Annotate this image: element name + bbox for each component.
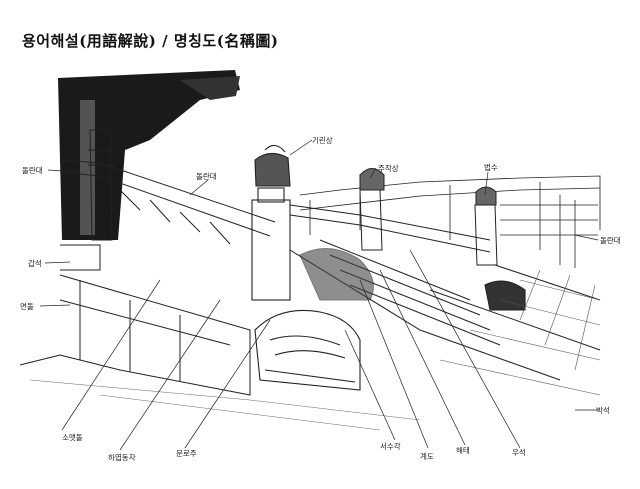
label-dolnanae-right: 돌란대 (600, 235, 621, 245)
paving-stones (439, 269, 601, 396)
stair-platform (19, 244, 251, 396)
label-haetae: 해태 (456, 445, 470, 455)
label-gyedo: 계도 (420, 451, 434, 461)
label-myeondol: 면돌 (20, 301, 34, 311)
page-title: 용어해설(用語解說) / 명칭도(名稱圖) (22, 32, 279, 50)
label-seosuchok: 서수각 (380, 441, 401, 451)
label-girin: 기린상 (312, 135, 333, 145)
leader-lines (39, 139, 600, 451)
label-soroddol: 소맷돌 (62, 432, 83, 442)
label-dolnanae-mid: 돌란대 (196, 171, 217, 181)
left-stone-rail (59, 129, 276, 245)
label-bakseok: 박석 (596, 405, 610, 415)
label-dolnanae-left: 돌란대 (22, 165, 43, 175)
dark-foliage (58, 70, 240, 240)
center-post (251, 144, 291, 301)
label-gapseok: 갑석 (28, 258, 42, 268)
label-beopsu: 법수 (484, 162, 498, 172)
ground-lines (29, 379, 421, 431)
label-munroju: 문로주 (176, 449, 197, 458)
guardian-sculpture (254, 248, 526, 391)
background-buildings (299, 175, 601, 268)
label-jujak: 주작상 (378, 163, 399, 173)
right-stairs (289, 168, 601, 381)
label-hayeondongja: 하엽동자 (108, 452, 136, 462)
label-useok: 우석 (512, 447, 526, 457)
